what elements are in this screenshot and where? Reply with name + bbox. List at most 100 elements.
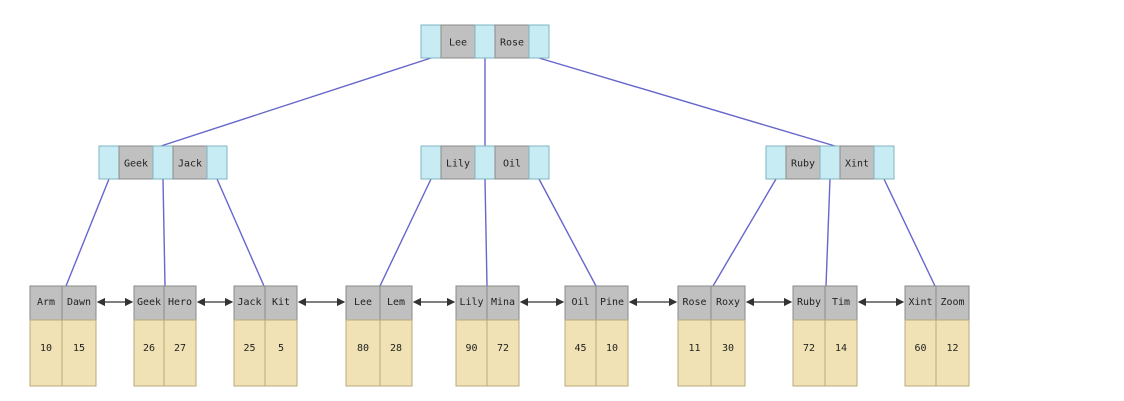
leaf-value-cell <box>29 319 63 387</box>
key-label: Geek <box>124 159 148 170</box>
pointer-slot <box>528 24 550 59</box>
tree-edge <box>162 178 166 287</box>
leaf-key-label: Mina <box>491 297 515 308</box>
leaf-key-label: Jack <box>237 297 261 308</box>
leaf-key-cell <box>61 285 97 321</box>
leaf-key-label: Kit <box>272 297 290 308</box>
tree-edge <box>712 178 777 287</box>
leaf-value-label: 27 <box>174 343 186 354</box>
leaf-key-cell <box>595 285 629 321</box>
leaf-key-cell <box>564 285 597 321</box>
leaf-value-label: 60 <box>914 343 926 354</box>
leaf-value-cell <box>233 319 266 387</box>
key-label: Xint <box>845 159 869 170</box>
root-node: Lee Rose <box>420 24 550 59</box>
pointer-slot <box>765 145 787 180</box>
leaf-node: Xint 60 Zoom 12 <box>904 285 970 387</box>
leaf-key-label: Lee <box>354 297 372 308</box>
leaf-value-label: 15 <box>73 343 85 354</box>
internal-node: Geek Jack <box>98 145 228 180</box>
pointer-slot <box>152 145 174 180</box>
pointer-slot <box>98 145 120 180</box>
leaf-node: Rose 11 Roxy 30 <box>677 285 746 387</box>
leaf-key-label: Dawn <box>67 297 91 308</box>
leaf-value-label: 90 <box>465 343 477 354</box>
leaf-key-label: Pine <box>600 297 624 308</box>
leaf-key-cell <box>824 285 858 321</box>
key-label: Ruby <box>791 159 815 170</box>
leaf-value-cell <box>379 319 413 387</box>
pointer-slot <box>420 145 442 180</box>
leaf-key-cell <box>163 285 197 321</box>
leaf-node: Jack 25 Kit 5 <box>233 285 298 387</box>
leaf-value-cell <box>824 319 858 387</box>
leaf-key-cell <box>455 285 488 321</box>
key-label: Jack <box>178 159 202 170</box>
leaf-value-cell <box>264 319 298 387</box>
leaf-value-label: 30 <box>722 343 734 354</box>
internal-node: Ruby Xint <box>765 145 895 180</box>
leaf-value-label: 14 <box>835 343 847 354</box>
leaf-value-label: 10 <box>606 343 618 354</box>
leaf-value-cell <box>677 319 712 387</box>
leaf-key-label: Oil <box>571 297 589 308</box>
leaf-value-label: 28 <box>390 343 402 354</box>
leaf-key-label: Tim <box>832 297 850 308</box>
pointer-slot <box>206 145 228 180</box>
leaf-value-cell <box>792 319 826 387</box>
key-label: Oil <box>503 159 521 170</box>
leaf-value-cell <box>595 319 629 387</box>
leaf-value-cell <box>163 319 197 387</box>
key-cell <box>839 145 875 180</box>
leaf-key-label: Lily <box>459 297 483 308</box>
key-cell <box>118 145 154 180</box>
leaf-key-label: Hero <box>168 297 192 308</box>
leaf-value-label: 72 <box>497 343 509 354</box>
tree-edge <box>216 178 265 287</box>
leaf-value-label: 45 <box>574 343 586 354</box>
pointer-slot <box>819 145 841 180</box>
leaf-value-cell <box>345 319 381 387</box>
leaf-value-label: 11 <box>688 343 700 354</box>
leaf-value-cell <box>564 319 597 387</box>
tree-edge <box>538 178 597 287</box>
pointer-slot <box>873 145 895 180</box>
leaf-key-label: Ruby <box>797 297 821 308</box>
key-label: Rose <box>500 38 524 49</box>
tree-edges <box>65 57 936 287</box>
leaf-value-label: 80 <box>357 343 369 354</box>
key-cell <box>494 24 530 59</box>
key-cell <box>440 24 476 59</box>
leaf-value-cell <box>455 319 488 387</box>
leaf-key-cell <box>935 285 970 321</box>
leaf-key-label: Xint <box>908 297 932 308</box>
tree-edge <box>538 57 836 147</box>
leaf-key-cell <box>677 285 712 321</box>
leaf-value-label: 5 <box>278 343 284 354</box>
key-label: Lee <box>449 38 467 49</box>
leaf-key-label: Roxy <box>716 297 740 308</box>
leaf-key-cell <box>710 285 746 321</box>
leaf-value-cell <box>904 319 937 387</box>
leaf-value-cell <box>133 319 165 387</box>
leaf-key-label: Rose <box>682 297 706 308</box>
leaf-value-label: 10 <box>40 343 52 354</box>
leaf-node: Lily 90 Mina 72 <box>455 285 520 387</box>
leaf-value-label: 12 <box>946 343 958 354</box>
pointer-slot <box>474 145 496 180</box>
leaf-value-cell <box>61 319 97 387</box>
leaf-value-label: 26 <box>143 343 155 354</box>
leaf-key-label: Zoom <box>940 297 964 308</box>
leaf-value-label: 72 <box>803 343 815 354</box>
leaf-value-label: 25 <box>243 343 255 354</box>
leaf-value-cell <box>935 319 970 387</box>
internal-node: Lily Oil <box>420 145 550 180</box>
key-cell <box>494 145 530 180</box>
leaf-node: Oil 45 Pine 10 <box>564 285 629 387</box>
key-label: Lily <box>446 159 470 170</box>
